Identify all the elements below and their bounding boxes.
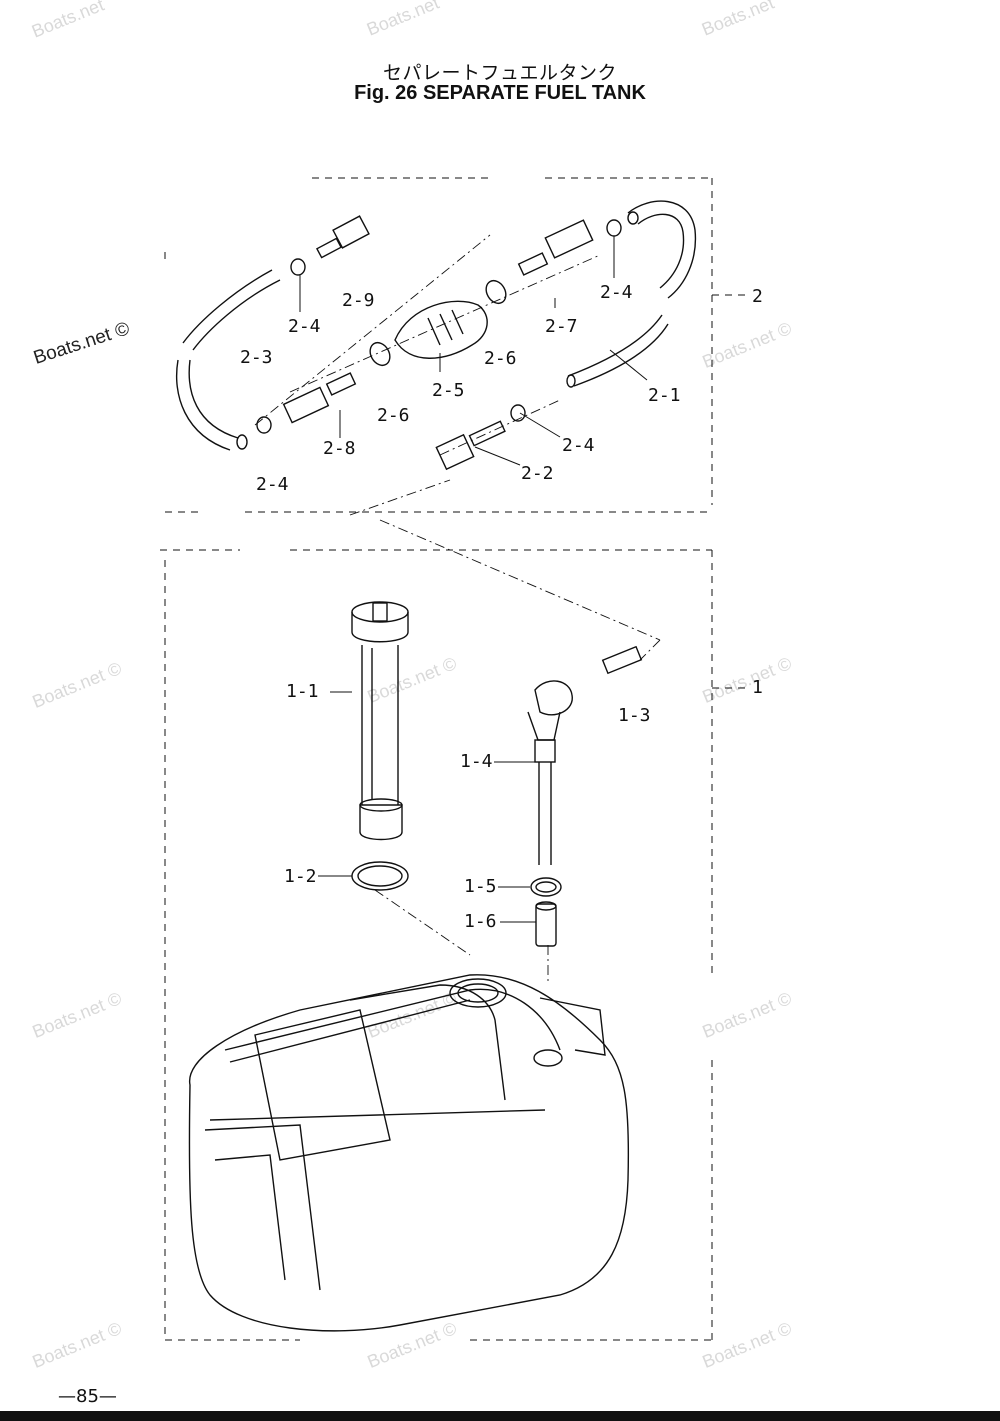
figure-title-japanese: セパレートフュエルタンク [382,62,617,84]
figure-title: Fig. 26 SEPARATE FUEL TANK [354,82,646,104]
leader-lines [299,236,648,923]
callout-2-6: 2-6 [484,348,517,369]
callout-1-6: 1-6 [464,911,497,932]
fitting-1-3 [534,645,643,716]
callout-2-9: 2-9 [342,290,375,311]
callout-group-1: 1 [752,677,763,698]
hose-2-1 [627,200,697,299]
bottom-border [0,1411,1000,1421]
gauge-1-1 [351,601,409,841]
group-2-boundary [164,177,750,513]
callout-group-2: 2 [752,286,763,307]
o-ring-1-5 [530,877,562,897]
primer-bulb-2-5 [369,279,507,367]
callout-2-7: 2-7 [545,316,578,337]
fuel-tank [188,974,630,1332]
callout-2-4: 2-4 [256,474,289,495]
group-1-boundary [160,549,750,1341]
callout-2-4: 2-4 [562,435,595,456]
callout-1-5: 1-5 [464,876,497,897]
callout-1-1: 1-1 [286,681,319,702]
connector-2-2 [435,404,526,471]
callout-1-3: 1-3 [618,705,651,726]
callout-2-3: 2-3 [240,347,273,368]
callout-2-4: 2-4 [288,316,321,337]
page-number: —85— [58,1386,117,1407]
valve-2-7 [517,219,622,276]
callout-2-2: 2-2 [521,463,554,484]
callout-1-2: 1-2 [284,866,317,887]
filter-1-6 [535,901,557,947]
callout-2-8: 2-8 [323,438,356,459]
connector-2-9 [290,215,370,276]
callout-2-4: 2-4 [600,282,633,303]
callout-2-6: 2-6 [377,405,410,426]
callout-2-1: 2-1 [648,385,681,406]
callout-2-5: 2-5 [432,380,465,401]
hose-2-3 [182,269,273,344]
callout-1-4: 1-4 [460,751,493,772]
valve-2-8 [256,372,357,434]
pickup-tube-1-4 [527,711,561,865]
